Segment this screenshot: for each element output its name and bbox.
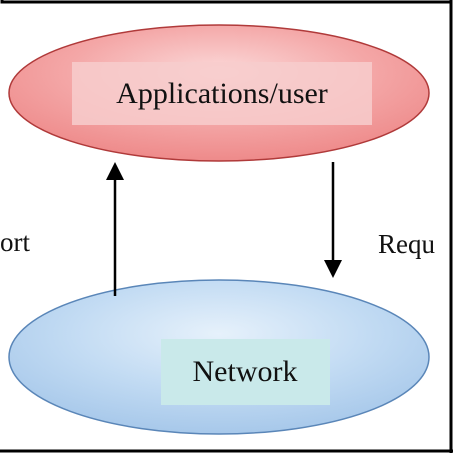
bottom-node-label-box <box>161 339 330 405</box>
top-node-label: Applications/user <box>116 77 328 110</box>
right-edge-arrow <box>324 162 342 278</box>
top-node: Applications/user <box>8 24 430 162</box>
frame-top-edge <box>0 0 453 4</box>
bottom-node: Network <box>8 279 430 435</box>
left-edge-arrow <box>106 162 124 296</box>
right-edge-arrowhead <box>324 260 342 278</box>
top-node-label-box <box>72 62 372 125</box>
bottom-node-label: Network <box>193 355 298 388</box>
right-edge-label: Requ <box>378 229 435 259</box>
left-edge-label: ort <box>0 227 30 257</box>
left-edge-arrowhead <box>106 162 124 180</box>
